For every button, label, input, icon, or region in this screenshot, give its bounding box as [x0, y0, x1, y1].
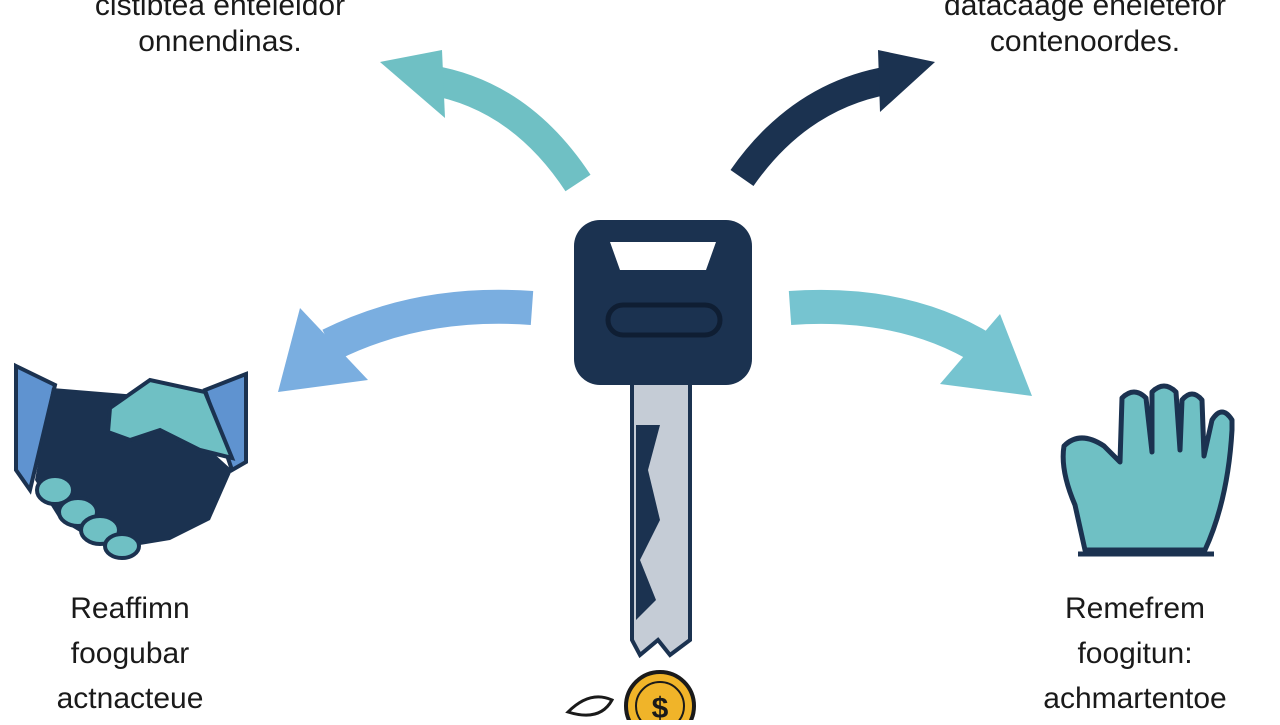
label-line: foogubar	[70, 637, 190, 670]
label-line: datacaage eneletefor	[944, 0, 1226, 22]
label-line: contenoordes.	[989, 25, 1181, 58]
coin-icon: $	[624, 670, 696, 725]
label-line: achmartentoe	[1043, 682, 1227, 715]
label-bottom-left: Reaffimn foogubar actnacteue	[0, 586, 260, 721]
label-line: actnacteue	[56, 682, 204, 715]
arrow-top-right	[730, 50, 935, 187]
label-top-right: datacaage eneletefor contenoordes.	[900, 0, 1270, 60]
arrow-mid-left	[278, 289, 534, 392]
handshake-icon	[14, 362, 248, 560]
label-top-left: cistibtea enteleidor onnendinas.	[40, 0, 400, 60]
label-line: Reaffimn	[70, 592, 190, 625]
coin-symbol: $	[652, 692, 669, 720]
label-line: foogitun:	[1077, 637, 1193, 670]
label-line: Remefrem	[1064, 592, 1206, 625]
arrow-mid-right	[788, 289, 1032, 396]
leaf-icon	[565, 695, 615, 717]
arrow-top-left	[380, 50, 591, 192]
key-icon	[574, 220, 752, 659]
label-bottom-right: Remefrem foogitun: achmartentoe	[1000, 586, 1270, 721]
label-line: cistibtea enteleidor	[94, 0, 346, 22]
hand-icon	[1060, 383, 1235, 557]
label-line: onnendinas.	[138, 25, 302, 58]
